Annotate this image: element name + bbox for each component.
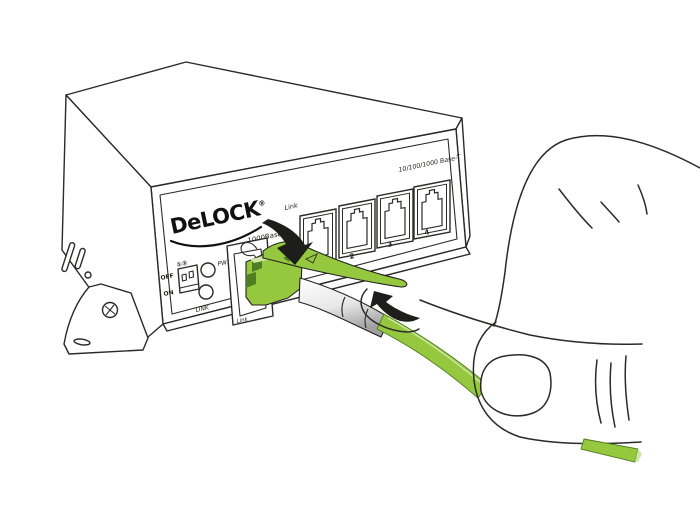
hand [360, 134, 700, 445]
knuckle-crease [609, 362, 616, 428]
finger-crease [558, 188, 593, 229]
dip-switch-body[interactable] [177, 264, 200, 294]
link-led [198, 284, 214, 300]
thumb-top-edge [419, 299, 643, 345]
thumbnail [479, 354, 552, 417]
status-leds: PWR LINK [195, 258, 232, 314]
rj45-link-label: Link [284, 201, 299, 212]
direction-arrows [262, 219, 420, 322]
screw-cross-icon [104, 304, 116, 316]
rj45-port-4[interactable] [413, 179, 451, 240]
fingertip-outline [360, 288, 420, 333]
power-switch: ①② OFF ON [160, 259, 200, 298]
flange-slot-hole [73, 338, 91, 346]
finger-crease [600, 201, 620, 223]
mounting-flange [63, 283, 149, 355]
cable-cut-face [635, 449, 642, 462]
on-label: ON [163, 289, 174, 298]
cable-exit [580, 438, 642, 463]
front-panel-border [159, 138, 458, 315]
boot-rings [341, 296, 369, 329]
dip-toggle-1[interactable] [181, 273, 188, 282]
push-arrow-icon [370, 291, 420, 322]
off-label: OFF [160, 272, 174, 282]
dip-circled-numbers: ①② [176, 259, 189, 269]
screw [101, 301, 119, 319]
insert-arrow-icon [262, 219, 313, 265]
lc-connector-shadow [246, 258, 262, 288]
registered-mark: ® [258, 199, 267, 208]
dip-toggle-2[interactable] [188, 270, 195, 279]
pwr-led [200, 262, 216, 278]
link-led-label: LINK [195, 304, 211, 314]
vent-slot [61, 241, 76, 273]
cable-boot[interactable] [298, 277, 391, 338]
port-4-number: 4 [424, 228, 431, 237]
logo-swoosh [169, 225, 263, 248]
vent-slot [74, 247, 86, 270]
rj45-port-2[interactable] [338, 198, 376, 259]
port-3-number: 3 [387, 240, 394, 249]
vent-hole [84, 271, 92, 279]
vent-slots [61, 241, 92, 279]
cable-a-highlight [387, 317, 481, 383]
pwr-led-label: PWR [217, 258, 232, 268]
lever-arrow-marking [305, 253, 318, 264]
dip-switch-detail [179, 283, 199, 289]
finger-crease [637, 184, 648, 215]
hand-top-outline [493, 134, 700, 327]
rj45-port-3[interactable] [376, 188, 414, 249]
sfp-link-label: Link [236, 317, 249, 325]
network-switch: DeLOCK® ①② OFF ON PWR LINK 1000Base-X Li [61, 61, 471, 355]
knuckle-crease [594, 359, 602, 424]
port-2-number: 2 [349, 252, 356, 261]
knuckle-crease [624, 355, 630, 421]
sfp-cage-opening[interactable] [233, 248, 267, 317]
